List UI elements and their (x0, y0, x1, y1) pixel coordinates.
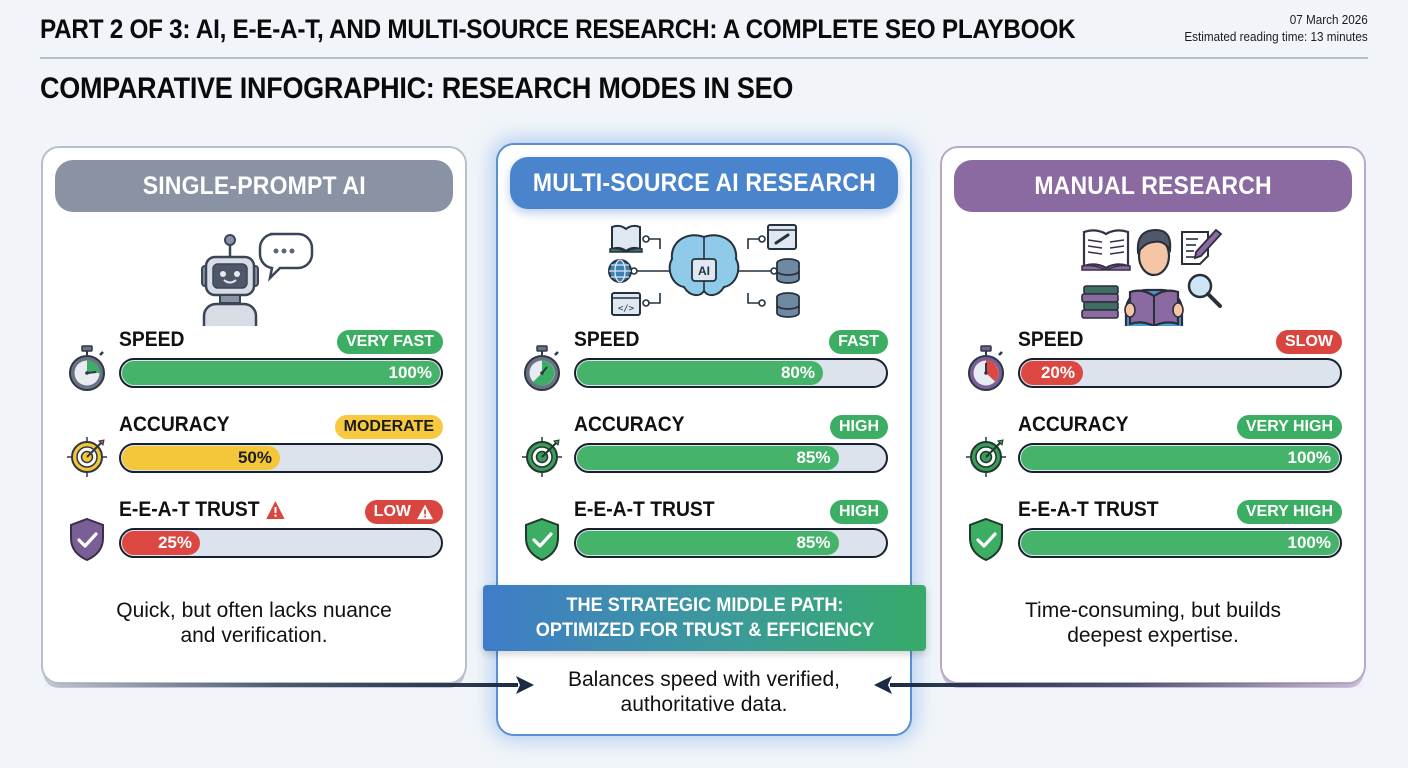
banner-line: OPTIMIZED FOR TRUST & EFFICIENCY (535, 619, 874, 641)
metric-eeat-trust: E-E-A-T TRUST VERY HIGH 100% (942, 498, 1364, 578)
progress-fill: 85% (577, 531, 839, 555)
card-title: MULTI-SOURCE AI RESEARCH (510, 157, 898, 209)
metric-label: ACCURACY (119, 413, 230, 436)
card-manual-research: MANUAL RESEARCH SPEED SLOW 20% (940, 146, 1366, 684)
header-divider (40, 57, 1368, 59)
shield-check-icon (525, 517, 559, 562)
metric-label: E-E-A-T TRUST (1018, 498, 1159, 521)
metric-accuracy: ACCURACY MODERATE 50% (43, 413, 465, 493)
progress-bar: 100% (119, 358, 443, 388)
metric-label: ACCURACY (574, 413, 685, 436)
metric-label: SPEED (1018, 328, 1084, 351)
arrow-right-icon (40, 676, 534, 694)
page-title: PART 2 OF 3: AI, E-E-A-T, AND MULTI-SOUR… (40, 14, 1076, 44)
metric-accuracy: ACCURACY HIGH 85% (498, 413, 910, 493)
metric-label: SPEED (574, 328, 640, 351)
shield-check-icon (969, 517, 1003, 562)
card-title: MANUAL RESEARCH (954, 160, 1352, 212)
rating-badge: SLOW (1276, 330, 1342, 354)
shield-check-icon (70, 517, 104, 562)
card-title: SINGLE-PROMPT AI (55, 160, 453, 212)
strategic-middle-path-banner: THE STRATEGIC MIDDLE PATH: OPTIMIZED FOR… (483, 585, 926, 651)
description-line: deepest expertise. (1067, 624, 1239, 647)
target-icon (522, 437, 562, 477)
robot-chat-icon (43, 222, 465, 326)
progress-fill: 100% (1021, 446, 1339, 470)
description-line: Balances speed with verified, (568, 668, 840, 691)
description-line: and verification. (180, 624, 328, 647)
svg-text:</>: </> (618, 304, 635, 314)
article-meta: 07 March 2026 Estimated reading time: 13… (1185, 11, 1368, 45)
description-line: authoritative data. (620, 693, 788, 716)
metric-label-text: E-E-A-T TRUST (119, 498, 260, 521)
metric-eeat-trust: E-E-A-T TRUST HIGH 85% (498, 498, 910, 578)
metric-label: SPEED (119, 328, 185, 351)
target-icon (966, 437, 1006, 477)
arrow-left-icon (874, 676, 1368, 694)
warning-icon (417, 504, 433, 520)
rating-badge: HIGH (830, 500, 888, 524)
progress-fill: 80% (577, 361, 823, 385)
card-description: Quick, but often lacks nuance and verifi… (43, 598, 465, 648)
stopwatch-icon (968, 345, 1004, 391)
metric-eeat-trust: E-E-A-T TRUST LOW 25% (43, 498, 465, 578)
description-line: Time-consuming, but builds (1025, 599, 1281, 622)
rating-badge: LOW (364, 500, 443, 524)
metric-label: E-E-A-T TRUST (119, 498, 285, 522)
progress-bar: 80% (574, 358, 888, 388)
svg-text:AI: AI (698, 264, 710, 278)
progress-fill: 100% (122, 361, 440, 385)
metric-accuracy: ACCURACY VERY HIGH 100% (942, 413, 1364, 493)
progress-fill: 20% (1021, 361, 1083, 385)
metric-speed: SPEED SLOW 20% (942, 328, 1364, 408)
progress-fill: 25% (122, 531, 200, 555)
progress-bar: 85% (574, 528, 888, 558)
badge-text: LOW (373, 503, 411, 520)
reading-time: Estimated reading time: 13 minutes (1184, 29, 1368, 44)
warning-icon (266, 501, 285, 519)
target-icon (67, 437, 107, 477)
rating-badge: VERY HIGH (1236, 500, 1342, 524)
rating-badge: HIGH (830, 415, 888, 439)
progress-fill: 100% (1021, 531, 1339, 555)
card-description: Time-consuming, but builds deepest exper… (942, 598, 1364, 648)
progress-bar: 20% (1018, 358, 1342, 388)
progress-bar: 25% (119, 528, 443, 558)
rating-badge: VERY FAST (336, 330, 443, 354)
progress-bar: 100% (1018, 528, 1342, 558)
metric-label: ACCURACY (1018, 413, 1129, 436)
banner-line: THE STRATEGIC MIDDLE PATH: (565, 594, 844, 616)
progress-bar: 50% (119, 443, 443, 473)
description-line: Quick, but often lacks nuance (116, 599, 392, 622)
card-description: Balances speed with verified, authoritat… (496, 667, 912, 717)
publish-date: 07 March 2026 (1289, 12, 1368, 27)
stopwatch-icon (524, 345, 560, 391)
ai-brain-network-icon: </> AI (498, 219, 910, 323)
rating-badge: VERY HIGH (1236, 415, 1342, 439)
rating-badge: MODERATE (334, 415, 443, 439)
section-title: COMPARATIVE INFOGRAPHIC: RESEARCH MODES … (40, 72, 794, 105)
progress-fill: 85% (577, 446, 839, 470)
metric-label: E-E-A-T TRUST (574, 498, 715, 521)
metric-speed: SPEED VERY FAST 100% (43, 328, 465, 408)
person-reading-icon (942, 222, 1364, 326)
card-single-prompt-ai: SINGLE-PROMPT AI SPEED VERY FAST 100% AC… (41, 146, 467, 684)
metric-speed: SPEED FAST 80% (498, 328, 910, 408)
progress-bar: 100% (1018, 443, 1342, 473)
progress-fill: 50% (122, 446, 280, 470)
rating-badge: FAST (829, 330, 888, 354)
progress-bar: 85% (574, 443, 888, 473)
stopwatch-icon (69, 345, 105, 391)
